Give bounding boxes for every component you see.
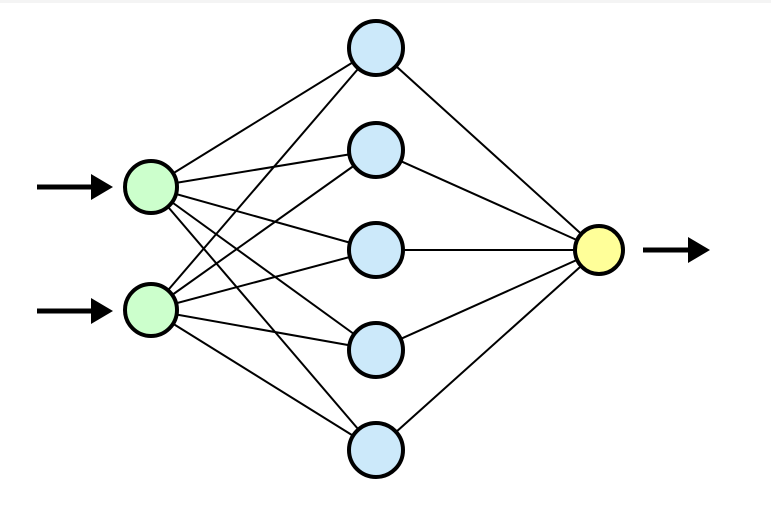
- connection-edge-i1-h4: [150, 186, 377, 351]
- connection-edge-i1-h1: [150, 47, 377, 188]
- layer-input: [123, 159, 179, 338]
- connection-edge-i2-h2: [150, 149, 377, 311]
- connection-edge-h2-o1: [375, 149, 600, 251]
- connection-edge-h5-o1: [375, 249, 600, 451]
- connection-edge-h1-o1: [375, 47, 600, 251]
- connection-edges-group: [150, 47, 600, 451]
- input-arrow-1-head-icon: [91, 174, 113, 200]
- input-arrow-2-head-icon: [91, 298, 113, 324]
- connection-edge-i2-h1: [150, 47, 377, 311]
- connection-edge-i2-h5: [150, 309, 377, 451]
- neuron-node-h4[interactable]: [347, 321, 405, 379]
- neuron-node-h3[interactable]: [347, 221, 405, 279]
- connection-edge-i1-h3: [150, 186, 377, 251]
- neuron-node-i2[interactable]: [123, 282, 179, 338]
- layer-output: [573, 224, 625, 276]
- neuron-node-i1[interactable]: [123, 159, 179, 215]
- neuron-node-o1[interactable]: [573, 224, 625, 276]
- connection-edge-i1-h5: [150, 186, 377, 451]
- neuron-node-h5[interactable]: [347, 421, 405, 479]
- neuron-node-h2[interactable]: [347, 121, 405, 179]
- neuron-node-h1[interactable]: [347, 19, 405, 77]
- io-arrows-group: [37, 174, 710, 324]
- connection-edge-h4-o1: [375, 249, 600, 351]
- connection-edge-i2-h3: [150, 249, 377, 311]
- neuron-nodes-group: [123, 19, 625, 479]
- output-arrow-1-head-icon: [688, 237, 710, 263]
- connection-edge-i2-h4: [150, 309, 377, 351]
- layer-hidden: [347, 19, 405, 479]
- input-arrow-2: [37, 298, 113, 324]
- input-arrow-1: [37, 174, 113, 200]
- connection-edge-i1-h2: [150, 149, 377, 188]
- output-arrow-1: [643, 237, 710, 263]
